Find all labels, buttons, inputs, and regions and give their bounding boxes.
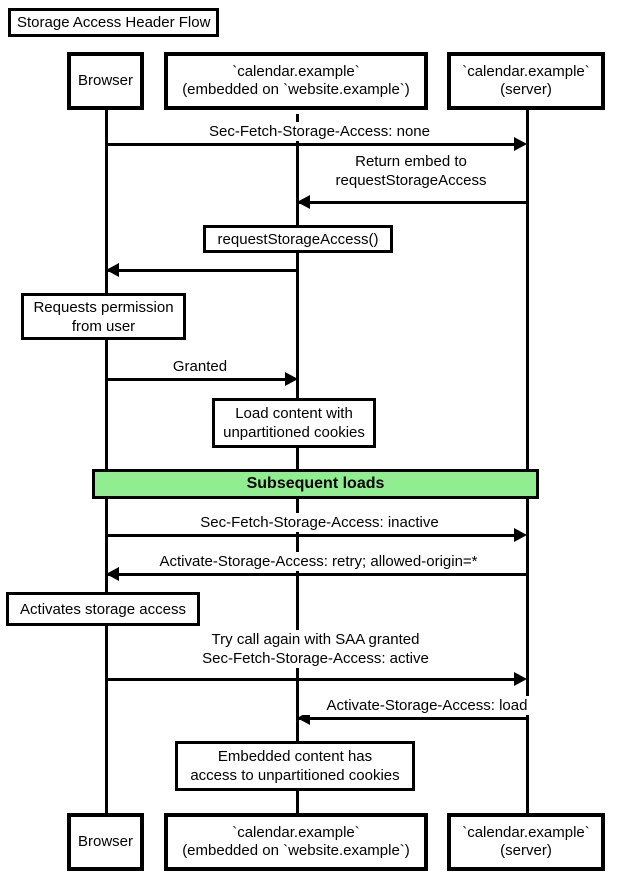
message-label-m4: Granted <box>166 357 234 376</box>
participant-embed-label-line1: `calendar.example` <box>232 63 360 80</box>
message-line-m3 <box>106 269 297 272</box>
participant-embed-bottom[interactable]: `calendar.example` (embedded on `website… <box>164 813 428 871</box>
participant-server-label-bottom-line2: (server) <box>500 842 552 859</box>
participant-browser-top[interactable]: Browser <box>67 52 144 110</box>
note-requests-permission-line2: from user <box>71 317 136 335</box>
diagram-title-frame: Storage Access Header Flow <box>8 8 220 37</box>
participant-server-label-line2: (server) <box>500 81 552 98</box>
participant-server-label-bottom-line1: `calendar.example` <box>462 824 590 841</box>
participant-browser-label: Browser <box>77 72 133 89</box>
note-activates-storage-access: Activates storage access <box>6 592 200 626</box>
arrowhead-m6 <box>106 567 119 581</box>
arrowhead-m7 <box>514 672 527 686</box>
message-label-m2-line1: Return embed to <box>325 152 497 171</box>
participant-server-bottom[interactable]: `calendar.example` (server) <box>447 813 605 871</box>
participant-embed-label-bottom-line1: `calendar.example` <box>232 824 360 841</box>
message-line-m6 <box>106 573 527 576</box>
diagram-title: Storage Access Header Flow <box>17 14 211 31</box>
participant-browser-bottom[interactable]: Browser <box>67 813 144 871</box>
message-line-m1 <box>106 143 520 146</box>
message-line-m2 <box>297 201 527 204</box>
note-load-content-line2: unpartitioned cookies <box>223 424 365 441</box>
divider-subsequent-loads: Subsequent loads <box>92 469 539 499</box>
note-embedded-content-access-line1: Embedded content has <box>217 748 373 765</box>
participant-embed-top[interactable]: `calendar.example` (embedded on `website… <box>164 52 428 110</box>
note-activates-storage-access-label: Activates storage access <box>20 600 186 618</box>
message-line-m5 <box>106 534 520 537</box>
message-label-m7-line2: Sec-Fetch-Storage-Access: active <box>186 649 445 668</box>
lifeline-server <box>526 110 529 815</box>
message-line-m7 <box>106 678 520 681</box>
participant-server-label-line1: `calendar.example` <box>462 63 590 80</box>
lifeline-browser <box>105 110 108 815</box>
note-embedded-content-access: Embedded content has access to unpartiti… <box>175 741 415 791</box>
message-label-m5: Sec-Fetch-Storage-Access: inactive <box>188 513 451 532</box>
lifeline-embed <box>296 114 299 815</box>
participant-embed-label-bottom-line2: (embedded on `website.example`) <box>182 842 410 859</box>
note-requests-permission: Requests permission from user <box>21 293 186 340</box>
note-embedded-content-access-line2: access to unpartitioned cookies <box>190 767 400 784</box>
message-label-m1: Sec-Fetch-Storage-Access: none <box>191 122 448 141</box>
message-line-m8 <box>297 717 527 720</box>
note-load-content: Load content with unpartitioned cookies <box>212 398 376 448</box>
note-load-content-line1: Load content with <box>235 405 353 422</box>
note-requests-permission-line1: Requests permission <box>33 298 174 316</box>
arrowhead-m3 <box>106 263 119 277</box>
participant-embed-label-line2: (embedded on `website.example`) <box>182 81 410 98</box>
note-request-storage-access: requestStorageAccess() <box>203 225 393 253</box>
arrowhead-m2 <box>297 195 310 209</box>
message-label-m7-line1: Try call again with SAA granted <box>186 630 445 649</box>
message-line-m4 <box>106 378 291 381</box>
message-label-m6: Activate-Storage-Access: retry; allowed-… <box>141 552 496 571</box>
participant-server-top[interactable]: `calendar.example` (server) <box>447 52 605 110</box>
arrowhead-m5 <box>514 528 527 542</box>
message-label-m8: Activate-Storage-Access: load <box>303 696 551 715</box>
divider-subsequent-loads-label: Subsequent loads <box>246 475 385 492</box>
participant-browser-label-bottom: Browser <box>77 833 133 850</box>
arrowhead-m4 <box>285 372 298 386</box>
message-label-m2-line2: requestStorageAccess <box>325 171 497 190</box>
note-request-storage-access-label: requestStorageAccess() <box>217 230 379 248</box>
arrowhead-m1 <box>514 137 527 151</box>
